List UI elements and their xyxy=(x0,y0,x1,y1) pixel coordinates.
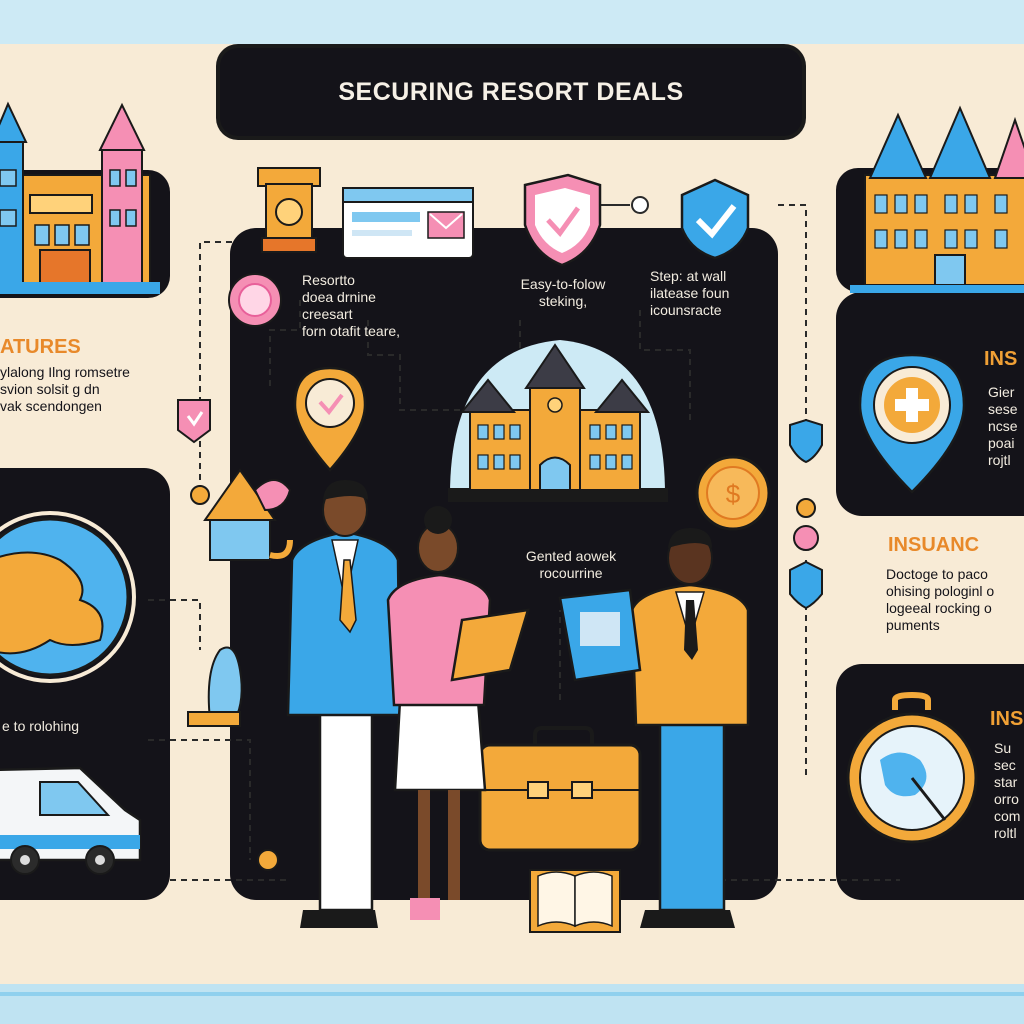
center-text-4: Gented aowek rocourrine xyxy=(525,548,617,581)
medical-pin-icon xyxy=(858,353,966,494)
left-globe-caption: e to rolohing xyxy=(2,718,80,734)
connector-badges-icon xyxy=(789,418,823,610)
floor xyxy=(0,984,1024,1024)
center-text-2: Easy-to-folow steking, xyxy=(520,276,606,309)
van-icon xyxy=(0,766,142,875)
right-heading-1: INS xyxy=(984,348,1018,370)
stopwatch-icon xyxy=(846,691,978,844)
heart-pin-icon xyxy=(228,273,282,327)
right-text-3: Su sec star orro com roltl xyxy=(994,740,1021,841)
plant-icon xyxy=(187,646,243,727)
trophy-frame-icon xyxy=(257,167,321,253)
left-heading: ATURES xyxy=(0,336,81,358)
briefcase-icon xyxy=(478,726,642,852)
right-text-1: Gier sese ncse poai rojtl xyxy=(988,384,1018,468)
right-castle-icon xyxy=(850,105,1024,293)
svg-text:$: $ xyxy=(726,479,741,509)
woman-figure xyxy=(386,506,530,920)
cottage-icon xyxy=(203,468,293,561)
center-text-3: Step: at wall ilatease foun icounsracte xyxy=(650,268,730,318)
title-banner: SECURING RESORT DEALS xyxy=(220,48,802,136)
globe-icon xyxy=(0,511,136,683)
center-text-1: Resortto doea drnine creesart forn otafi… xyxy=(302,272,401,339)
right-heading-2: INSUANC xyxy=(888,534,980,556)
heart-badge-icon xyxy=(177,399,211,444)
browser-card-icon xyxy=(342,187,474,259)
right-text-2: Doctoge to paco ohising pologinl o logee… xyxy=(886,566,995,633)
book-icon xyxy=(529,869,621,933)
coin-icon: $ xyxy=(695,455,771,531)
shield-check-icon xyxy=(523,173,602,267)
badge-check-icon xyxy=(680,178,750,260)
resort-building-icon xyxy=(448,340,668,502)
location-pin-icon xyxy=(293,366,367,472)
left-text: ylalong Ilng romsetre svion solsit g dn … xyxy=(0,364,130,414)
floor-line xyxy=(0,992,1024,996)
right-heading-3: INS xyxy=(990,708,1024,730)
man-left-figure xyxy=(286,480,402,928)
page-title: SECURING RESORT DEALS xyxy=(338,77,684,106)
left-castle-icon xyxy=(0,101,160,294)
man-right-figure xyxy=(558,528,750,928)
